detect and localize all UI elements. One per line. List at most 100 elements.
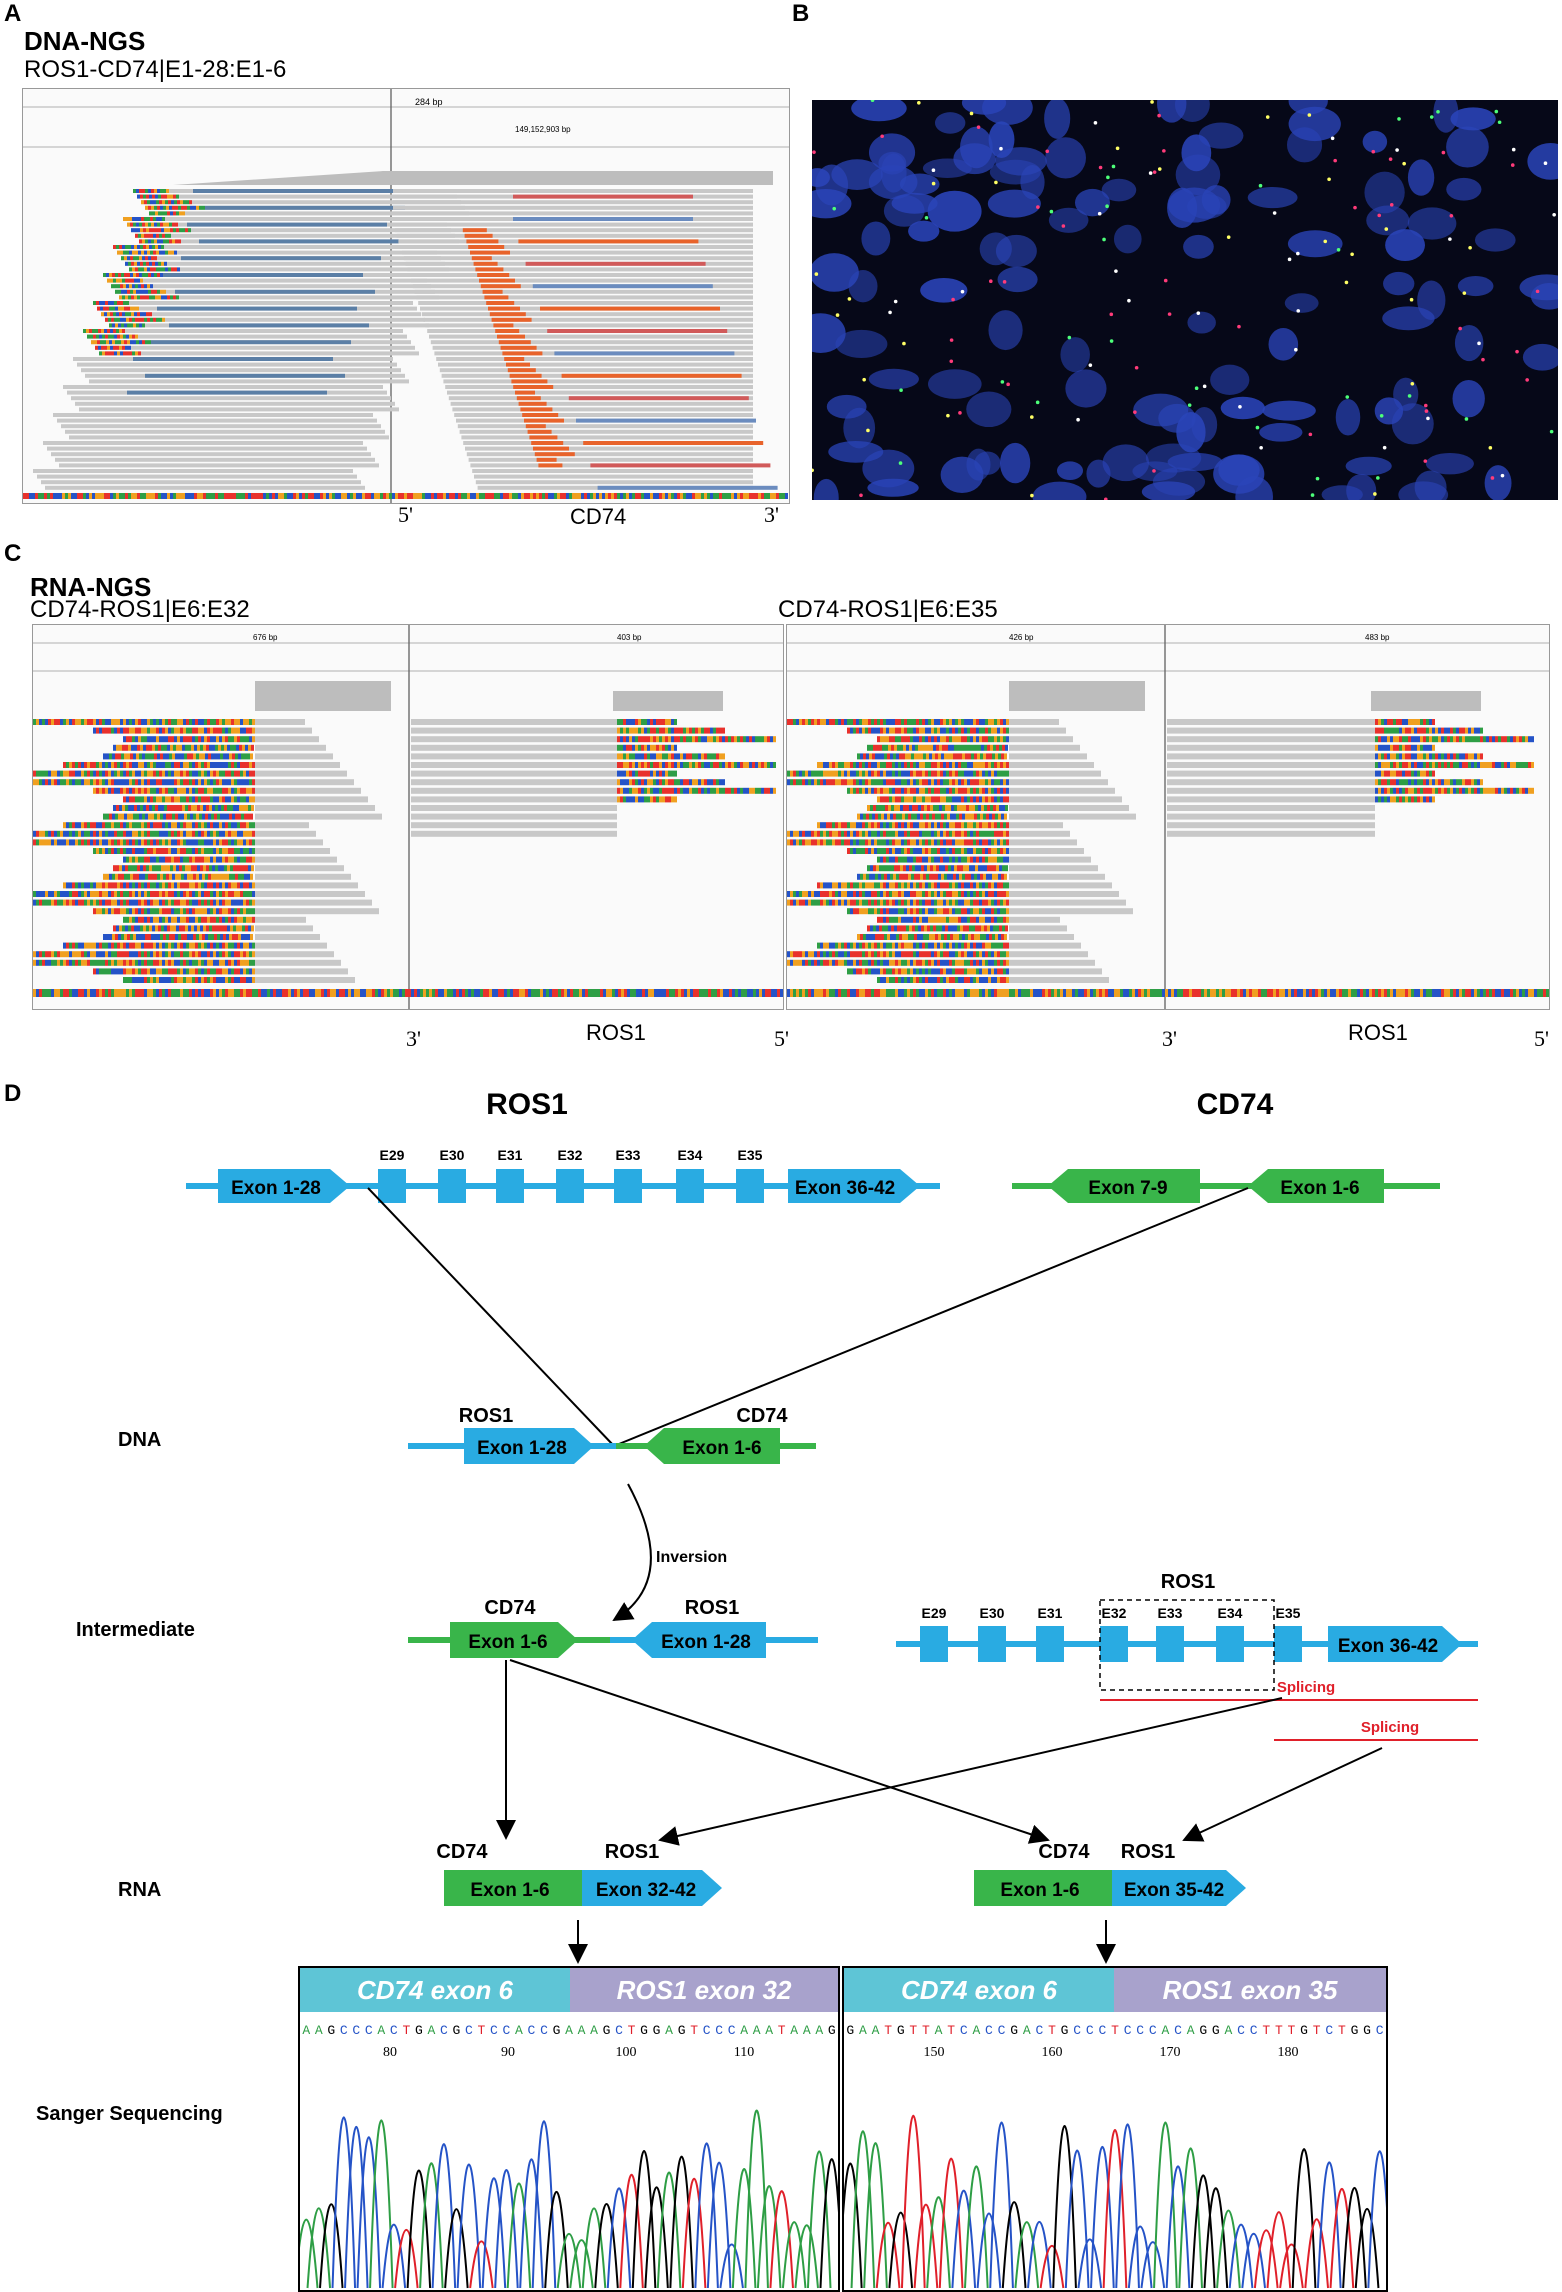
position-tick: 110: [734, 2045, 754, 2060]
ros1-small-exon-label: E32: [558, 1147, 583, 1163]
int2-small-exon-label: E31: [1038, 1605, 1063, 1621]
left-ruler-label-1: 676 bp: [253, 633, 278, 642]
trace-peak: [544, 2191, 569, 2289]
trace-peak: [888, 2211, 914, 2289]
trace-peak: [951, 2189, 977, 2289]
base-call: T: [1313, 2023, 1321, 2038]
trace-peak: [606, 2187, 632, 2289]
base-call: A: [740, 2023, 748, 2038]
ros1-small-exon: [556, 1169, 584, 1203]
trace-peak: [369, 2119, 394, 2289]
trace-peak: [456, 2163, 482, 2289]
three-prime-label: 3': [764, 502, 779, 527]
seq1-header-ros1: ROS1 exon 32: [570, 1968, 838, 2012]
trace-peak: [863, 2142, 888, 2289]
base-call: C: [365, 2023, 373, 2038]
base-call: T: [884, 2023, 892, 2038]
splicing-label-2: Splicing: [1361, 1719, 1419, 1736]
trace-peak: [444, 2208, 469, 2289]
position-tick: 80: [383, 2045, 397, 2060]
c2-three-prime: 3': [1162, 1026, 1177, 1051]
base-call: C: [1237, 2023, 1245, 2038]
base-call: G: [1061, 2023, 1069, 2038]
base-call: C: [1098, 2023, 1106, 2038]
base-call: C: [490, 2023, 498, 2038]
trace-peak: [356, 2136, 382, 2289]
trace-peak: [381, 2223, 407, 2289]
ros1-small-exon-label: E29: [380, 1147, 405, 1163]
base-call: C: [1035, 2023, 1043, 2038]
ros1-small-exon-label: E31: [498, 1147, 523, 1163]
base-call: C: [1149, 2023, 1157, 2038]
trace-peak: [850, 2130, 876, 2289]
rna-ngs-right-alignment: 426 bp 483 bp: [786, 624, 1550, 1010]
cd74-gene-label: CD74: [570, 504, 627, 529]
trace-peak: [431, 2143, 457, 2289]
trace-peak: [694, 2142, 719, 2289]
c2-five-prime: 5': [1534, 1026, 1549, 1051]
trace-peak: [681, 2177, 707, 2289]
base-call: C: [1174, 2023, 1182, 2038]
trace-peak: [1127, 2225, 1153, 2289]
base-call: A: [1225, 2023, 1233, 2038]
panel-c-right-subtitle: CD74-ROS1|E6:E35: [778, 596, 998, 623]
trace-peak: [1027, 2220, 1052, 2289]
int2-small-exon: [1036, 1626, 1064, 1662]
trace-peak: [481, 2177, 507, 2289]
base-call: C: [1376, 2023, 1384, 2038]
rna1-cd74-exon: Exon 1-6: [470, 1880, 549, 1901]
base-call: T: [778, 2023, 786, 2038]
int2-small-exon: [920, 1626, 948, 1662]
trace-peak: [1253, 2229, 1279, 2289]
int2-small-exon: [1100, 1626, 1128, 1662]
base-call: A: [765, 2023, 773, 2038]
base-call: A: [578, 2023, 586, 2038]
position-tick: 150: [924, 2045, 945, 2060]
position-tick: 180: [1278, 2045, 1299, 2060]
base-call: T: [1338, 2023, 1346, 2038]
base-call: T: [478, 2023, 486, 2038]
base-call: G: [846, 2023, 854, 2038]
row-label-dna: DNA: [118, 1429, 161, 1451]
trace-peak: [731, 2168, 757, 2289]
base-call: T: [947, 2023, 955, 2038]
base-call: C: [1124, 2023, 1132, 2038]
int-ros1-label: ROS1: [685, 1597, 739, 1619]
panel-a-title: DNA-NGS: [24, 26, 146, 56]
inversion-label: Inversion: [656, 1549, 727, 1566]
base-call: T: [402, 2023, 410, 2038]
int2-exon-36-42: Exon 36-42: [1338, 1636, 1438, 1657]
ros1-small-exon: [378, 1169, 406, 1203]
trace-peak: [806, 2150, 832, 2289]
base-call: A: [1023, 2023, 1031, 2038]
base-call: T: [1048, 2023, 1056, 2038]
trace-peak: [319, 2203, 344, 2289]
int2-small-exon: [978, 1626, 1006, 1662]
int-cd74-exon: Exon 1-6: [468, 1632, 547, 1653]
trace-peak: [1266, 2211, 1292, 2289]
rna1-cd74-label: CD74: [436, 1841, 488, 1863]
trace-peak: [875, 2221, 901, 2289]
base-call: A: [872, 2023, 880, 2038]
panel-letter-a: A: [4, 0, 22, 27]
int-ros1-exon: Exon 1-28: [661, 1632, 751, 1653]
base-call: C: [540, 2023, 548, 2038]
dna-ngs-read-alignment: 284 bp 149,152,903 bp: [22, 88, 790, 504]
base-call: A: [859, 2023, 867, 2038]
trace-peak: [1190, 2174, 1216, 2289]
base-call: C: [1086, 2023, 1094, 2038]
trace-peak: [938, 2157, 964, 2289]
trace-peak: [1039, 2245, 1065, 2289]
left-ruler-label-2: 403 bp: [617, 633, 642, 642]
base-call: T: [1275, 2023, 1283, 2038]
right-ruler-label-1: 426 bp: [1009, 633, 1034, 642]
rna2-ros1-exon: Exon 35-42: [1124, 1880, 1224, 1901]
base-call: C: [1250, 2023, 1258, 2038]
trace-peak: [769, 2190, 794, 2289]
base-call: A: [1162, 2023, 1170, 2038]
trace-peak: [976, 2212, 1002, 2289]
trace-peak: [781, 2221, 807, 2289]
